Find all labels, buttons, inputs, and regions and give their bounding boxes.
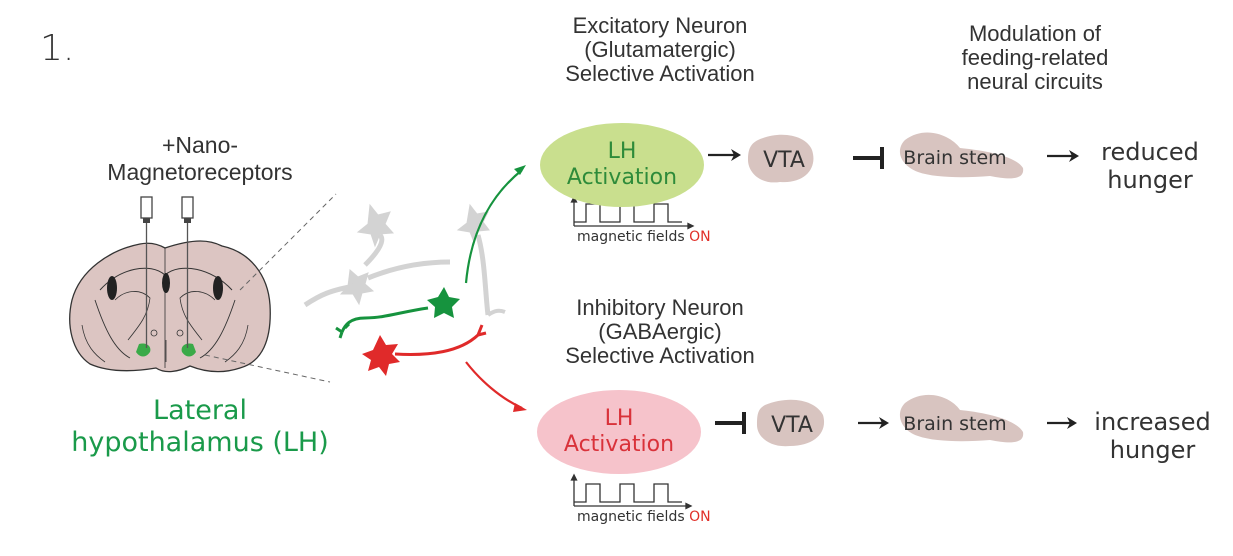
zoom-line-bottom [204, 354, 331, 383]
lh-activation-node-inhibitory: LH Activation [537, 390, 701, 474]
outcome-line2: hunger [1107, 166, 1193, 194]
inhibitory-header-line3: Selective Activation [565, 343, 755, 368]
lh-activation-node-excitatory: LH Activation [540, 123, 704, 207]
region-label: Lateral hypothalamus (LH) [60, 395, 340, 459]
probe-label-line1: +Nano- [161, 132, 239, 158]
outcome-bottom: increased hunger [1080, 408, 1225, 464]
outcome-line1: increased [1094, 408, 1211, 436]
stimulus-label-bottom: magnetic fields ON [577, 509, 711, 525]
outcome-line2: hunger [1109, 436, 1196, 464]
inhibit-vta-brainstem-top [853, 147, 884, 169]
brain-section-icon [69, 240, 271, 373]
vta-blob-top [748, 134, 814, 183]
excitatory-header-line2: (Glutamatergic) [584, 37, 736, 62]
outcome-line1: reduced [1101, 138, 1199, 166]
inhibitory-header: Inhibitory Neuron (GABAergic) Selective … [515, 296, 805, 368]
node-label-line2: Activation [563, 432, 675, 457]
region-label-line1: Lateral [153, 395, 247, 426]
node-label-line1: LH [607, 139, 637, 164]
inhibitory-header-line2: (GABAergic) [598, 319, 722, 344]
modulation-header-line2: feeding-related [961, 45, 1109, 70]
modulation-header: Modulation of feeding-related neural cir… [920, 22, 1150, 94]
region-label-line2: hypothalamus (LH) [71, 427, 329, 458]
excitatory-header-line3: Selective Activation [565, 61, 755, 86]
brainstem-node-bottom: Brain stem [903, 413, 1007, 435]
lh-right-marker [181, 343, 196, 357]
brainstem-blob-bottom [899, 394, 1024, 443]
zoom-line-top [239, 193, 337, 291]
stimulus-label-top: magnetic fields ON [577, 229, 711, 245]
excitatory-header-line1: Excitatory Neuron [572, 13, 748, 38]
brainstem-blob-top [899, 132, 1024, 179]
vta-blob-bottom [757, 399, 825, 447]
magnetic-pulse-icon-bottom [570, 473, 693, 510]
stimulus-state: ON [689, 229, 711, 245]
figure-number: 1. [40, 28, 75, 69]
stimulus-state: ON [689, 509, 711, 525]
vta-node-bottom: VTA [771, 412, 813, 438]
excitatory-neuron-icon [335, 165, 526, 339]
background-neurons-icon [303, 203, 506, 317]
vta-node-top: VTA [763, 147, 805, 173]
brainstem-node-top: Brain stem [903, 147, 1007, 169]
probe-label-line2: Magnetoreceptors [107, 159, 293, 185]
stimulus-text: magnetic fields [577, 509, 685, 525]
inhibit-lh-vta-bottom [715, 412, 746, 434]
node-label-line2: Activation [566, 165, 678, 190]
modulation-header-line3: neural circuits [967, 69, 1103, 94]
probe-label: +Nano- Magnetoreceptors [90, 132, 310, 186]
probe-icon [140, 196, 194, 348]
stimulus-text: magnetic fields [577, 229, 685, 245]
modulation-header-line1: Modulation of [968, 21, 1102, 46]
outcome-top: reduced hunger [1085, 138, 1215, 194]
node-label-line1: LH [604, 406, 634, 431]
inhibitory-neuron-icon [362, 324, 527, 412]
inhibitory-header-line1: Inhibitory Neuron [576, 295, 744, 320]
excitatory-header: Excitatory Neuron (Glutamatergic) Select… [520, 14, 800, 86]
